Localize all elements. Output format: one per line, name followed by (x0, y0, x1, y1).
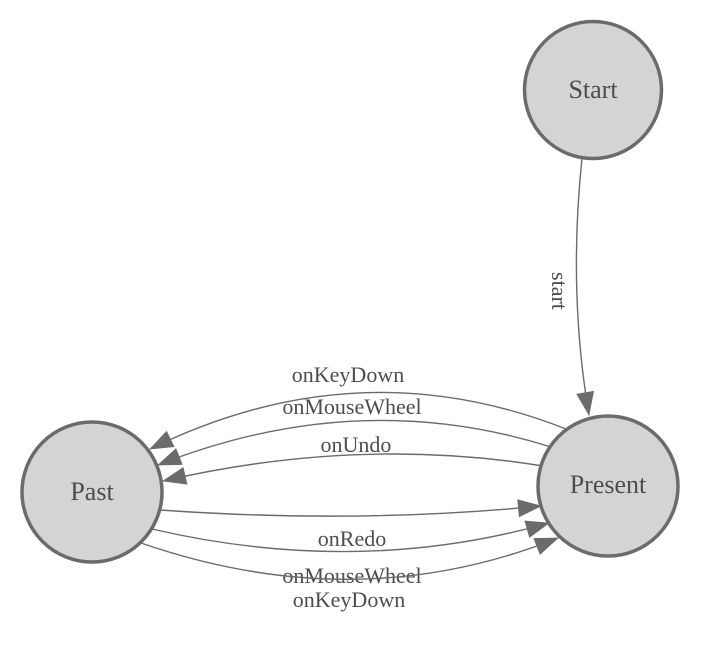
edge-label-onmousewheel-top: onMouseWheel (282, 394, 421, 419)
state-node-start[interactable]: Start (522, 19, 664, 161)
state-node-present[interactable]: Present (536, 414, 680, 558)
edge-past-present-onredo[interactable] (159, 499, 542, 518)
state-label-past: Past (70, 477, 114, 506)
state-node-past[interactable]: Past (20, 420, 164, 564)
state-label-present: Present (570, 470, 647, 499)
edge-past-present-onmousewheel[interactable] (151, 520, 550, 553)
state-label-start: Start (568, 75, 618, 104)
edge-label-onredo: onRedo (318, 526, 386, 551)
edge-present-past-onundo[interactable] (162, 453, 544, 485)
edge-past-present-onkeydown[interactable] (140, 537, 559, 580)
edge-label-onkeydown-top: onKeyDown (292, 362, 404, 387)
edge-start-present[interactable] (575, 157, 595, 416)
state-circle-present[interactable] (536, 414, 680, 558)
edge-label-onmousewheel-bottom: onMouseWheel (282, 563, 421, 588)
state-circle-past[interactable] (20, 420, 164, 564)
edge-label-onundo: onUndo (321, 432, 392, 457)
edge-label-start: start (547, 272, 572, 310)
edge-present-past-onkeydown[interactable] (149, 391, 567, 450)
edge-group-start-to-present: start (547, 157, 595, 416)
state-circle-start[interactable] (522, 19, 664, 161)
edge-group-present-to-past: onKeyDown onMouseWheel onUndo (149, 362, 567, 485)
edge-present-past-onmousewheel[interactable] (157, 419, 552, 466)
edge-label-onkeydown-bottom: onKeyDown (293, 587, 405, 612)
edge-group-past-to-present: onRedo onMouseWheel onKeyDown (140, 499, 559, 612)
